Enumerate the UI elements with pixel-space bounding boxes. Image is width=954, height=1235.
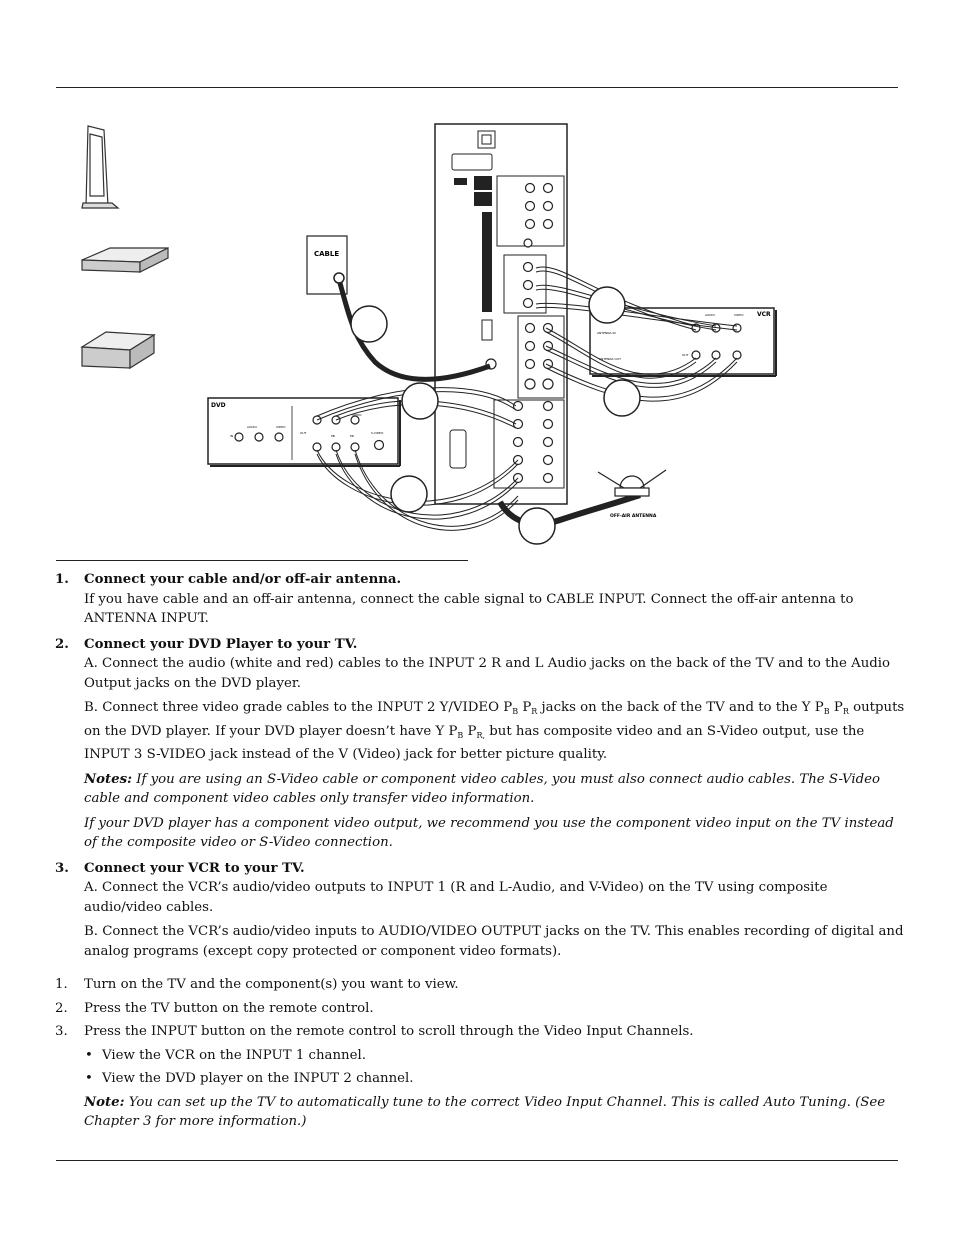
text-run: but has composite video and an S-Video o… bbox=[84, 723, 865, 763]
step-text-a: A. Connect the audio (white and red) cab… bbox=[84, 656, 891, 691]
text-run: B. Connect three video grade cables to t… bbox=[84, 700, 513, 715]
bullet-text: View the DVD player on the INPUT 2 chann… bbox=[102, 1071, 414, 1086]
cable-label: CABLE bbox=[314, 250, 339, 258]
dvd-label: DVD bbox=[211, 402, 226, 409]
item-number: 2. bbox=[55, 1000, 68, 1016]
list-item: 3. Press the INPUT button on the remote c… bbox=[55, 1022, 905, 1042]
callout-circle bbox=[518, 507, 556, 545]
section-rule bbox=[56, 560, 468, 561]
list-item: 1. Turn on the TV and the component(s) yo… bbox=[55, 975, 905, 995]
bullet-item: • View the DVD player on the INPUT 2 chan… bbox=[55, 1069, 905, 1089]
tv-jacks bbox=[485, 182, 554, 484]
callout-circle bbox=[401, 382, 439, 420]
vcr-antenna-in-label: ANTENNA IN bbox=[597, 331, 616, 335]
callout-markers bbox=[350, 286, 641, 545]
step-number: 3. bbox=[55, 860, 69, 876]
dvd-video-out-label: VIDEO bbox=[352, 413, 362, 417]
subscript: B bbox=[512, 707, 519, 716]
step-text-a: A. Connect the VCR’s audio/video outputs… bbox=[84, 880, 828, 915]
item-text: Press the INPUT button on the remote con… bbox=[84, 1024, 694, 1039]
dvd-out-label: OUT bbox=[300, 431, 307, 435]
off-air-antenna: OFF-AIR ANTENNA bbox=[597, 469, 667, 519]
dvd-svideo-label: S-VIDEO bbox=[371, 431, 384, 435]
item-number: 1. bbox=[55, 977, 68, 992]
step-1: 1. Connect your cable and/or off-air ant… bbox=[55, 570, 905, 629]
item-text: Press the TV button on the remote contro… bbox=[84, 1000, 374, 1016]
dvd-pr-label: PR bbox=[350, 434, 354, 438]
dvd-pb-label: PB bbox=[331, 434, 335, 438]
antenna-coax bbox=[497, 492, 641, 527]
tv-icon bbox=[81, 125, 120, 209]
item-text: Turn on the TV and the component(s) you … bbox=[84, 977, 459, 992]
bullet: • bbox=[85, 1071, 93, 1086]
dvd-video-label: VIDEO bbox=[276, 425, 286, 429]
connection-diagram: CABLE OFF-AIR ANTENNA DVD AUDIO VIDEO IN… bbox=[80, 123, 777, 545]
dvd-player-icon bbox=[81, 247, 169, 273]
tv-back-panel bbox=[434, 123, 568, 505]
dvd-in-label: IN bbox=[230, 434, 233, 438]
subscript: R, bbox=[476, 730, 486, 740]
notes-text: If you are using an S-Video cable or com… bbox=[84, 771, 881, 807]
vcr-back-panel: VCR AUDIO VIDEO ANTENNA IN ANTENNA OUT O… bbox=[589, 307, 777, 377]
step-text: If you have cable and an off-air antenna… bbox=[84, 591, 854, 627]
bullet-item: • View the VCR on the INPUT 1 channel. bbox=[55, 1046, 905, 1066]
step-number: 2. bbox=[55, 636, 69, 652]
notes: Notes: If you are using an S-Video cable… bbox=[84, 770, 905, 809]
vcr-label: VCR bbox=[757, 311, 771, 318]
text-run: outputs on the DVD player. If your DVD p… bbox=[84, 700, 905, 739]
step-heading: Connect your DVD Player to your TV. bbox=[84, 636, 358, 652]
vcr-icon bbox=[80, 331, 156, 370]
note-text: You can set up the TV to automatically t… bbox=[84, 1094, 886, 1130]
note-label: Note: bbox=[84, 1094, 125, 1110]
subscript: B bbox=[457, 730, 464, 740]
top-rule bbox=[56, 87, 898, 88]
bottom-rule bbox=[56, 1160, 898, 1161]
cable-coax bbox=[337, 282, 491, 382]
text-run: P bbox=[829, 700, 843, 715]
vcr-video-label: VIDEO bbox=[734, 313, 744, 317]
note: Note: You can set up the TV to automatic… bbox=[55, 1093, 905, 1132]
viewing-steps: 1. Turn on the TV and the component(s) yo… bbox=[55, 975, 905, 1136]
subscript: B bbox=[823, 707, 830, 716]
step-3: 3. Connect your VCR to your TV. A. Conne… bbox=[55, 859, 905, 962]
callout-circle bbox=[390, 475, 428, 513]
step-heading: Connect your VCR to your TV. bbox=[84, 860, 305, 876]
off-air-antenna-label: OFF-AIR ANTENNA bbox=[610, 513, 657, 519]
bullet-text: View the VCR on the INPUT 1 channel. bbox=[102, 1047, 366, 1063]
bullet: • bbox=[85, 1047, 93, 1063]
vcr-out-label: OUT bbox=[682, 353, 689, 357]
vcr-audio-label: AUDIO bbox=[705, 313, 715, 317]
callout-circle bbox=[350, 305, 388, 343]
dvd-back-panel: DVD AUDIO VIDEO IN OUT VIDEO PB PR S-VID… bbox=[207, 397, 401, 467]
step-number: 1. bbox=[55, 572, 69, 587]
step-text-b: B. Connect three video grade cables to t… bbox=[84, 698, 905, 765]
text-run: jacks on the back of the TV and to the Y… bbox=[537, 700, 824, 715]
callout-circle bbox=[588, 286, 626, 324]
subscript: R bbox=[531, 707, 538, 716]
text-run: P bbox=[463, 723, 477, 739]
notes-label: Notes: bbox=[84, 771, 133, 787]
item-number: 3. bbox=[55, 1024, 68, 1039]
dvd-audio-label: AUDIO bbox=[247, 425, 257, 429]
text-run: P bbox=[518, 700, 532, 715]
connection-steps: 1. Connect your cable and/or off-air ant… bbox=[55, 570, 905, 967]
list-item: 2. Press the TV button on the remote cont… bbox=[55, 999, 905, 1019]
step-text-b: B. Connect the VCR’s audio/video inputs … bbox=[84, 924, 904, 959]
subscript: R bbox=[842, 707, 849, 716]
step-heading: Connect your cable and/or off-air antenn… bbox=[84, 572, 402, 587]
notes-2: If your DVD player has a component video… bbox=[84, 815, 894, 851]
vcr-antenna-out-label: ANTENNA OUT bbox=[599, 357, 621, 361]
step-2: 2. Connect your DVD Player to your TV. A… bbox=[55, 635, 905, 853]
callout-circle bbox=[603, 379, 641, 417]
